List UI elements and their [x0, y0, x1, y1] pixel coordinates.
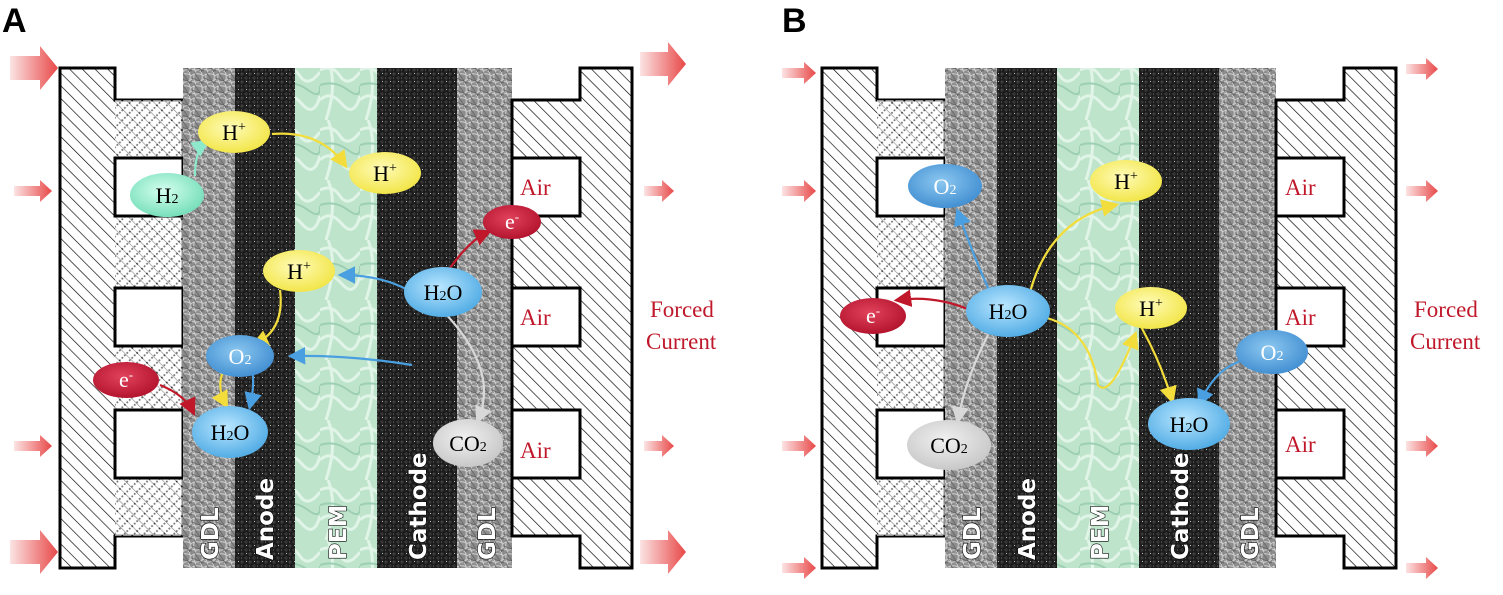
- species-h2-a: H2: [130, 173, 204, 217]
- svg-text:H+: H+: [1139, 296, 1163, 321]
- label-anode-a: Anode: [253, 478, 279, 560]
- reaction-arrows-b: [893, 199, 1245, 425]
- pem-layer-a: [295, 68, 377, 568]
- air-label-b-2: Air: [1285, 305, 1316, 330]
- label-cathode-b: Cathode: [1168, 452, 1194, 560]
- label-cathode-a: Cathode: [406, 452, 432, 560]
- svg-text:CO2: CO2: [449, 431, 487, 456]
- svg-text:e-: e-: [505, 209, 519, 234]
- right-plate-a: [510, 66, 634, 570]
- panel-b: B GDL Anode PEM Cathode GDL Air Air Air …: [782, 2, 1481, 579]
- svg-text:CO2: CO2: [930, 433, 968, 458]
- species-o2-a: O2: [206, 335, 274, 377]
- air-label-b-3: Air: [1285, 432, 1316, 457]
- svg-text:e-: e-: [866, 303, 880, 328]
- flow-arrows-b: [782, 58, 1438, 579]
- air-label-a-3: Air: [520, 438, 551, 463]
- cathode-layer-a: [377, 68, 457, 568]
- svg-text:H2O: H2O: [211, 420, 250, 445]
- species-h2o-b-right: H2O: [1148, 398, 1230, 450]
- svg-text:H+: H+: [222, 120, 246, 145]
- species-h-plus-b1: H+: [1090, 160, 1162, 202]
- species-h-plus-a3: H+: [263, 250, 335, 292]
- label-gdl-left-b: GDL: [960, 507, 986, 560]
- gdl-right-b: [1219, 68, 1276, 568]
- species-electron-a-left: e-: [93, 362, 159, 398]
- forced-label-b: Forced: [1414, 297, 1478, 322]
- panel-label-a: A: [2, 2, 27, 40]
- svg-text:H2O: H2O: [989, 299, 1028, 324]
- flow-arrows-a: [10, 42, 686, 574]
- label-gdl-left-a: GDL: [198, 507, 224, 560]
- forced-label-a: Forced: [650, 297, 714, 322]
- species-electron-b-left: e-: [840, 298, 906, 334]
- right-plate-b: [1274, 66, 1398, 570]
- label-pem-b: PEM: [1088, 505, 1114, 560]
- species-o2-b-left: O2: [908, 164, 982, 208]
- species-h-plus-b2: H+: [1115, 287, 1187, 329]
- svg-text:H+: H+: [1114, 169, 1138, 194]
- species-h2o-a-center: H2O: [404, 267, 482, 317]
- left-plate-a: [58, 66, 185, 570]
- species-h2o-a-bottom: H2O: [192, 406, 268, 458]
- svg-text:e-: e-: [119, 367, 133, 392]
- label-pem-a: PEM: [326, 505, 352, 560]
- species-h-plus-a1: H+: [198, 111, 270, 153]
- air-label-a-2: Air: [520, 305, 551, 330]
- svg-text:H2: H2: [156, 183, 179, 208]
- species-co2-a: CO2: [433, 419, 503, 467]
- label-gdl-right-b: GDL: [1238, 507, 1264, 560]
- species-co2-b: CO2: [907, 420, 991, 470]
- svg-text:O2: O2: [229, 344, 252, 369]
- svg-text:O2: O2: [934, 174, 957, 199]
- species-o2-b-right: O2: [1236, 330, 1308, 374]
- svg-text:H2O: H2O: [1170, 412, 1209, 437]
- label-gdl-right-a: GDL: [475, 507, 501, 560]
- svg-text:O2: O2: [1261, 340, 1284, 365]
- panel-label-b: B: [782, 2, 807, 40]
- svg-text:H+: H+: [373, 161, 397, 186]
- species-h-plus-a2: H+: [349, 152, 421, 194]
- species-electron-a-right: e-: [483, 205, 541, 239]
- air-label-a-1: Air: [520, 175, 551, 200]
- panel-a: A GDL Anode PEM Cathode GDL Air Ai: [2, 2, 717, 574]
- air-label-b-1: Air: [1285, 175, 1316, 200]
- svg-text:H+: H+: [287, 259, 311, 284]
- current-label-b: Current: [1410, 329, 1481, 354]
- species-h2o-b-center: H2O: [966, 285, 1050, 337]
- gdl-right-a: [457, 68, 512, 568]
- current-label-a: Current: [646, 329, 717, 354]
- label-anode-b: Anode: [1015, 478, 1041, 560]
- svg-text:H2O: H2O: [424, 280, 463, 305]
